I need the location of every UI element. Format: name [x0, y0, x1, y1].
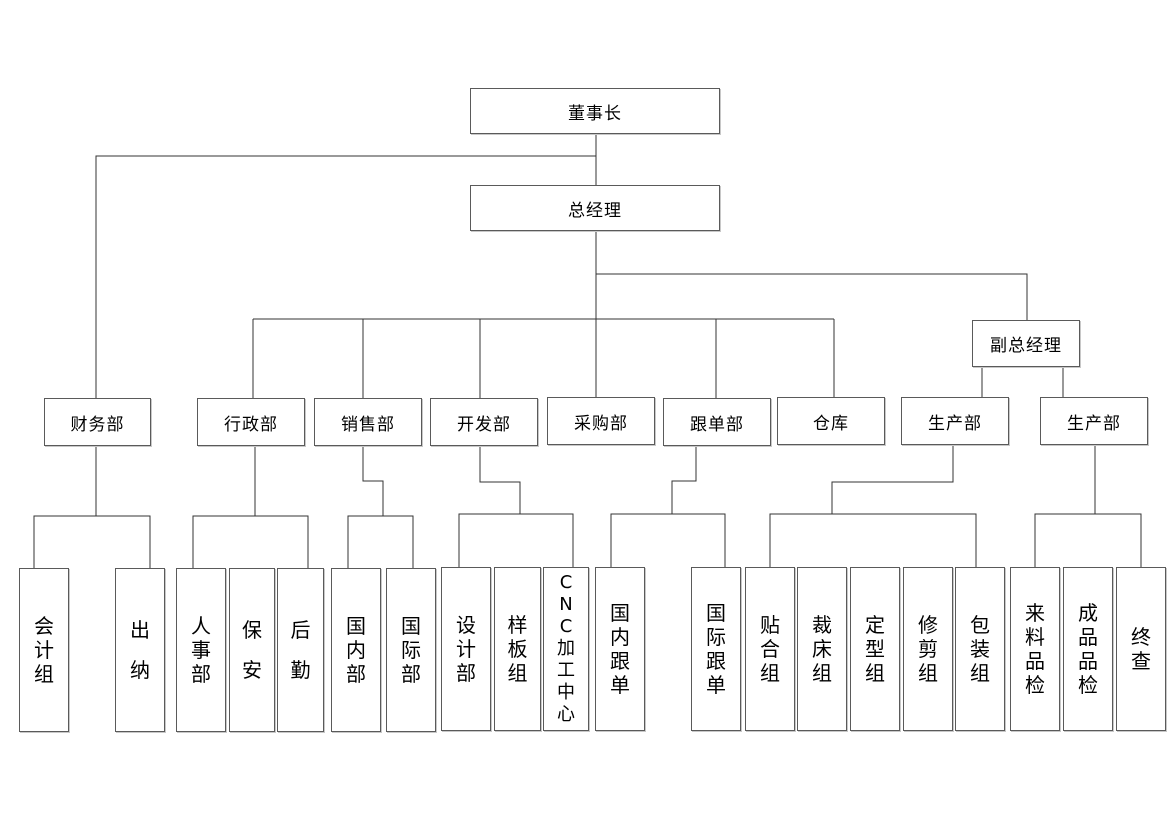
team-hr-label: 人事部	[191, 614, 211, 686]
line-prod2-bus	[1034, 513, 1142, 567]
line-dev-bus	[458, 513, 574, 567]
team-international-sales-label: 国际部	[401, 614, 421, 686]
team-logistics-box[interactable]: 后 勤	[277, 568, 324, 732]
team-accounting-box[interactable]: 会计组	[19, 568, 69, 732]
dept-admin-box[interactable]: 行政部	[197, 398, 305, 446]
line-merch-bus	[610, 513, 726, 567]
dept-merchandising-label: 跟单部	[690, 414, 744, 435]
team-cashier-box[interactable]: 出 纳	[115, 568, 165, 732]
team-cutting-label: 裁床组	[812, 613, 832, 685]
line-sales-bus	[347, 515, 414, 568]
dept-sales-box[interactable]: 销售部	[314, 398, 422, 446]
team-trimming-box[interactable]: 修剪组	[903, 567, 953, 731]
dept-finance-label: 财务部	[70, 414, 125, 435]
team-logistics-label: 后 勤	[290, 618, 311, 682]
team-domestic-follow-label: 国内跟单	[610, 601, 630, 697]
dept-merchandising-box[interactable]: 跟单部	[663, 398, 771, 446]
team-shaping-label: 定型组	[865, 613, 885, 685]
team-hr-box[interactable]: 人事部	[176, 568, 226, 732]
team-cutting-box[interactable]: 裁床组	[797, 567, 847, 731]
team-cashier-label: 出 纳	[130, 618, 150, 682]
team-incoming-qc-label: 来料品检	[1025, 601, 1045, 697]
dept-admin-label: 行政部	[224, 414, 278, 435]
dept-warehouse-box[interactable]: 仓库	[777, 397, 885, 445]
deputy-general-manager-box[interactable]: 副总经理	[972, 320, 1080, 367]
team-trimming-label: 修剪组	[918, 613, 938, 685]
team-international-sales-box[interactable]: 国际部	[386, 568, 436, 732]
line-prod1-sub	[831, 446, 954, 514]
team-security-box[interactable]: 保 安	[229, 568, 275, 732]
team-shaping-box[interactable]: 定型组	[850, 567, 900, 731]
dept-production-2-label: 生产部	[1067, 413, 1121, 434]
dept-development-box[interactable]: 开发部	[430, 398, 538, 446]
team-finished-qc-box[interactable]: 成品品检	[1063, 567, 1113, 731]
team-packaging-label: 包装组	[970, 613, 990, 685]
line-gm-deputy	[596, 273, 1028, 320]
general-manager-box[interactable]: 总经理	[470, 185, 720, 231]
dept-finance-box[interactable]: 财务部	[44, 398, 151, 446]
line-finance-bus	[33, 515, 151, 568]
team-cnc-label: CNC加工中心	[557, 572, 575, 725]
chairman-label: 董事长	[568, 103, 622, 124]
team-domestic-follow-box[interactable]: 国内跟单	[595, 567, 645, 731]
dept-purchasing-box[interactable]: 采购部	[547, 397, 655, 445]
line-admin-bus	[192, 515, 309, 568]
line-dev-sub	[479, 446, 521, 514]
team-incoming-qc-box[interactable]: 来料品检	[1010, 567, 1060, 731]
dept-production-1-label: 生产部	[928, 413, 982, 434]
team-laminating-label: 贴合组	[760, 613, 780, 685]
dept-purchasing-label: 采购部	[574, 413, 628, 434]
team-sample-label: 样板组	[507, 613, 528, 685]
team-packaging-box[interactable]: 包装组	[955, 567, 1005, 731]
chairman-box[interactable]: 董事长	[470, 88, 720, 134]
team-cnc-box[interactable]: CNC加工中心	[543, 567, 589, 731]
team-domestic-sales-label: 国内部	[346, 614, 366, 686]
team-sample-box[interactable]: 样板组	[494, 567, 541, 731]
team-accounting-label: 会计组	[34, 614, 54, 686]
dept-warehouse-label: 仓库	[813, 413, 849, 434]
dept-production-1-box[interactable]: 生产部	[901, 397, 1009, 445]
deputy-general-manager-label: 副总经理	[990, 336, 1062, 356]
general-manager-label: 总经理	[568, 200, 622, 221]
dept-sales-label: 销售部	[341, 414, 395, 435]
line-prod1-bus	[769, 513, 977, 567]
team-final-check-box[interactable]: 终查	[1116, 567, 1166, 731]
team-laminating-box[interactable]: 贴合组	[745, 567, 795, 731]
team-final-check-label: 终查	[1131, 625, 1151, 673]
dept-development-label: 开发部	[457, 414, 511, 435]
team-security-label: 保 安	[242, 618, 262, 682]
line-chairman-finance	[95, 155, 596, 398]
line-sales-sub	[362, 446, 384, 516]
team-design-label: 设计部	[456, 613, 476, 685]
team-international-follow-box[interactable]: 国际跟单	[691, 567, 741, 731]
team-finished-qc-label: 成品品检	[1078, 601, 1098, 697]
team-design-box[interactable]: 设计部	[441, 567, 491, 731]
dept-production-2-box[interactable]: 生产部	[1040, 397, 1148, 445]
team-domestic-sales-box[interactable]: 国内部	[331, 568, 381, 732]
team-international-follow-label: 国际跟单	[706, 601, 726, 697]
line-merch-sub	[671, 446, 697, 514]
